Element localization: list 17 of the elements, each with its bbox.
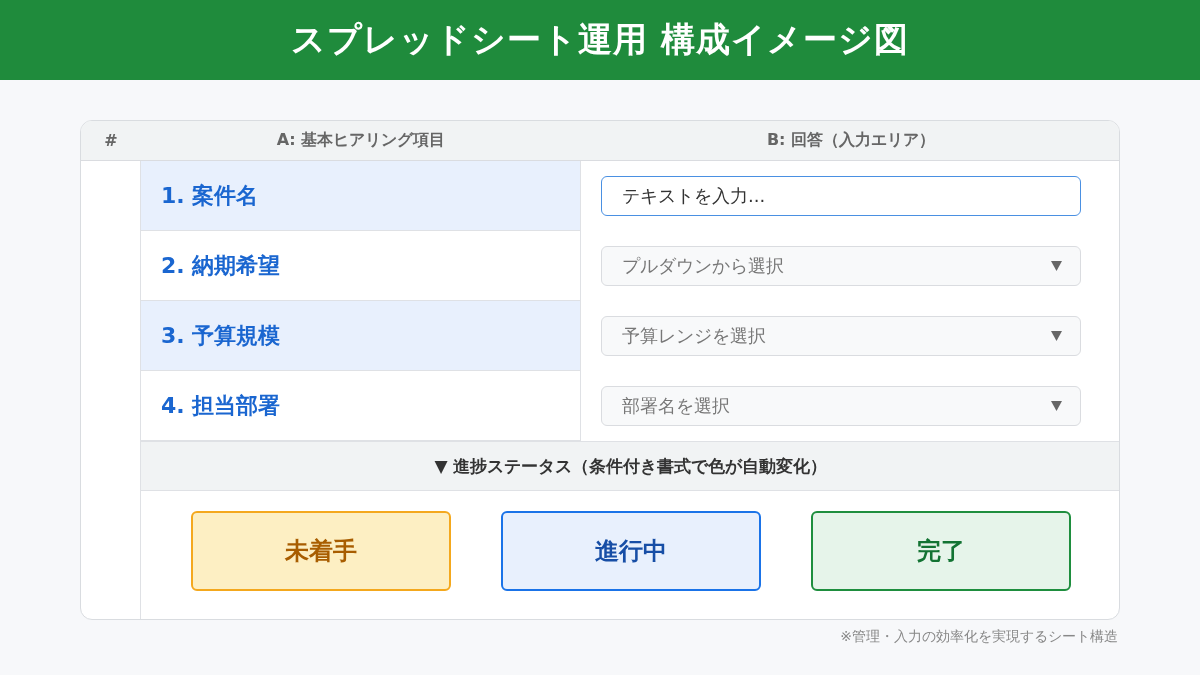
section-header: ▼ 進捗ステータス（条件付き書式で色が自動変化） [141,441,1119,491]
column-header: B: 回答（入力エリア） [581,121,1119,161]
hearing-item: 3. 予算規模 [141,301,581,371]
hearing-item: 4. 担当部署 [141,371,581,441]
hearing-item: 2. 納期希望 [141,231,581,301]
dropdown-field: 予算レンジを選択 [601,316,1081,356]
column-header: # [81,121,141,161]
page-title: スプレッドシート運用 構成イメージ図 [291,18,909,61]
footnote: ※管理・入力の効率化を実現するシート構造 [840,628,1118,646]
dropdown-field: プルダウンから選択 [601,246,1081,286]
dropdown-field: 部署名を選択 [601,386,1081,426]
status-card: 未着手 [191,511,451,591]
text-input-field: テキストを入力... [601,176,1081,216]
status-card: 完了 [811,511,1071,591]
hearing-item: 1. 案件名 [141,161,581,231]
column-header: A: 基本ヒアリング項目 [141,121,581,161]
status-card: 進行中 [501,511,761,591]
